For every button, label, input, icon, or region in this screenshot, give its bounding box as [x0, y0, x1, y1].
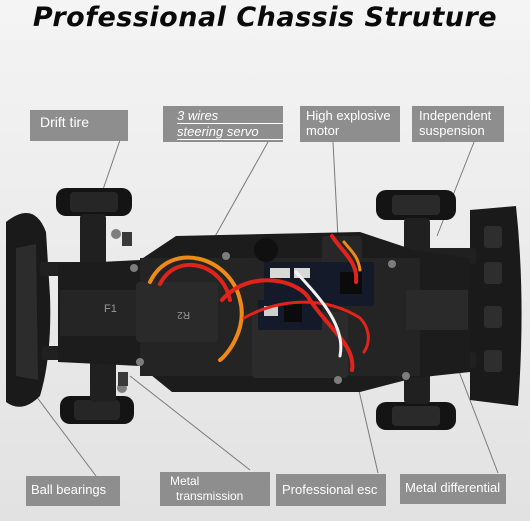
servo-mark-right: R2	[177, 309, 190, 320]
wires	[148, 234, 370, 372]
label-drift-tire: Drift tire	[30, 110, 128, 141]
servo-mark-left: F1	[104, 303, 117, 315]
label-ball-bearings: Ball bearings	[26, 476, 120, 506]
leader-suspension	[436, 141, 475, 237]
leader-motor	[332, 141, 339, 239]
motor-can	[254, 238, 278, 262]
wheels	[56, 188, 456, 430]
label-differential: Metal differential	[400, 474, 506, 504]
label-transmission: Metal transmission	[160, 472, 270, 506]
label-steering-servo: 3 wires steering servo	[163, 106, 283, 142]
label-esc: Professional esc	[276, 474, 386, 506]
label-suspension: Independent suspension	[412, 106, 504, 142]
leader-transmission	[129, 375, 251, 471]
page-title: Professional Chassis Struture	[32, 2, 498, 33]
label-motor: High explosive motor	[300, 106, 400, 142]
screws	[111, 229, 410, 393]
steering-servo	[136, 282, 218, 342]
